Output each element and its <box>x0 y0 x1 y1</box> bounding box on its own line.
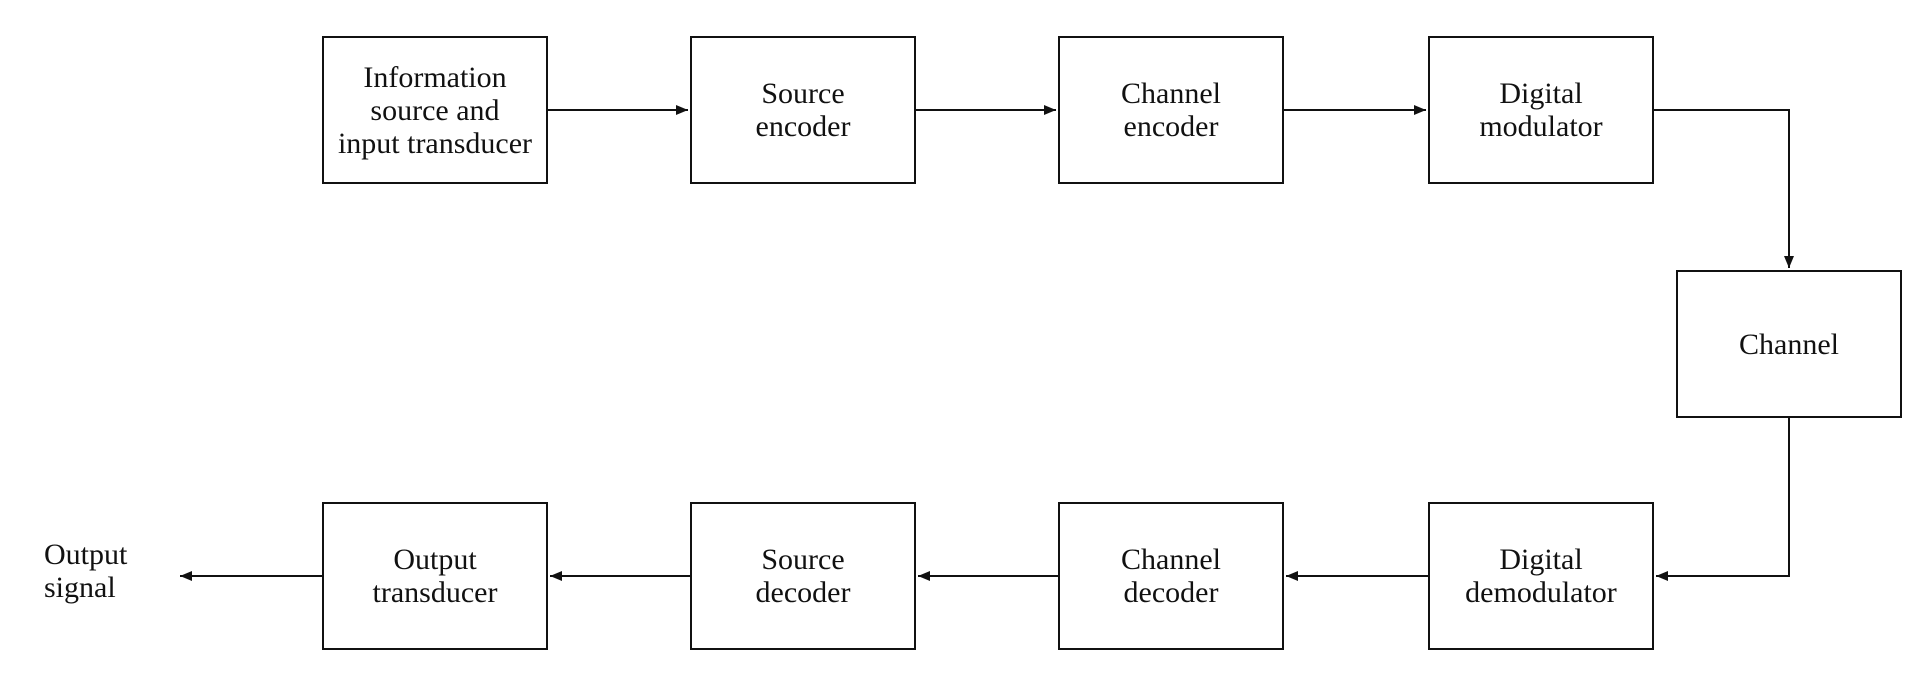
source-decoder-label: Source decoder <box>755 543 851 609</box>
channel-block: Channel <box>1676 270 1902 418</box>
channel-encoder-block: Channel encoder <box>1058 36 1284 184</box>
arrow-channel-to-digital-demodulator <box>1656 418 1790 581</box>
digital-modulator-label: Digital modulator <box>1479 77 1603 143</box>
source-encoder-label: Source encoder <box>755 77 851 143</box>
information-source-label: Information source and input transducer <box>337 60 533 160</box>
information-source-block: Information source and input transducer <box>322 36 548 184</box>
arrow-digital-modulator-to-channel <box>1654 109 1794 268</box>
output-transducer-label: Output transducer <box>372 543 498 609</box>
digital-demodulator-label: Digital demodulator <box>1465 543 1617 609</box>
channel-decoder-label: Channel decoder <box>1121 543 1221 609</box>
source-encoder-block: Source encoder <box>690 36 916 184</box>
digital-demodulator-block: Digital demodulator <box>1428 502 1654 650</box>
output-transducer-block: Output transducer <box>322 502 548 650</box>
channel-label: Channel <box>1739 327 1839 361</box>
channel-encoder-label: Channel encoder <box>1121 77 1221 143</box>
channel-decoder-block: Channel decoder <box>1058 502 1284 650</box>
output-signal-label: Output signal <box>44 538 128 604</box>
source-decoder-block: Source decoder <box>690 502 916 650</box>
digital-modulator-block: Digital modulator <box>1428 36 1654 184</box>
